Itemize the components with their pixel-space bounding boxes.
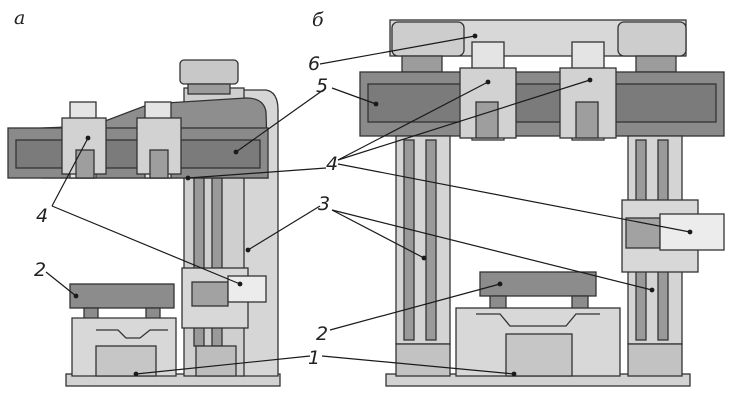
machine-b <box>359 19 725 387</box>
bed-groove-a <box>96 329 168 339</box>
bed-core-b <box>505 333 573 377</box>
leader-5b <box>331 87 377 105</box>
beam-inner-b <box>367 83 717 123</box>
die-a <box>69 283 175 309</box>
leader-4-b3 <box>337 163 691 233</box>
column-b-left-rod1 <box>403 139 415 341</box>
column-b-right-foot <box>627 343 683 377</box>
dot-4-b1 <box>485 79 491 85</box>
crossbeam-end-left <box>391 21 465 57</box>
column-foot-a <box>195 345 237 377</box>
top-cap-neck-a <box>187 83 231 95</box>
crossbeam-end-right <box>617 21 687 57</box>
top-cap-a <box>179 59 239 85</box>
crossbeam-nut-right <box>635 55 677 73</box>
dot-4-a2 <box>237 281 243 287</box>
leader-4-left <box>187 167 327 179</box>
dot-4-b2 <box>587 77 593 83</box>
leader-4-a1 <box>51 137 89 207</box>
leader-3b <box>331 209 425 259</box>
leader-4-a2 <box>51 205 241 285</box>
clamp-bolt-a1 <box>75 149 95 179</box>
label-1: 1 <box>308 347 320 369</box>
dot-5b <box>373 101 379 107</box>
label-6: 6 <box>308 53 320 75</box>
clamp-bolt-b2 <box>575 101 599 139</box>
dot-3c <box>649 287 655 293</box>
dot-4-left <box>185 175 191 181</box>
leader-1b <box>321 355 515 375</box>
clamp-bolt-a2 <box>149 149 169 179</box>
column-b-left-foot <box>395 343 451 377</box>
die-b <box>479 271 597 297</box>
label-4-top: 4 <box>326 153 338 175</box>
panel-label-b: б <box>312 9 324 31</box>
leader-4-b2 <box>337 79 591 161</box>
label-4-left: 4 <box>36 205 48 227</box>
dot-6 <box>472 33 478 39</box>
leader-3c <box>331 209 653 291</box>
leader-6 <box>319 35 476 65</box>
crossbeam-nut-left <box>401 55 443 73</box>
dot-4-b3 <box>687 229 693 235</box>
labels: a б 6 5 4 4 3 2 2 1 <box>14 7 338 369</box>
leader-lines <box>45 35 691 375</box>
dot-2a <box>73 293 79 299</box>
leader-1a <box>135 355 311 375</box>
dot-2b <box>497 281 503 287</box>
label-2-left: 2 <box>34 259 46 281</box>
dot-1b <box>511 371 517 377</box>
leader-2b <box>329 283 501 331</box>
clamp-bolt-b1 <box>475 101 499 139</box>
column-b-left-rod2 <box>425 139 437 341</box>
side-clamp-screw-a <box>191 281 229 307</box>
leader-2a <box>45 271 77 297</box>
bed-core-a <box>95 345 157 377</box>
leader-4-b1 <box>337 81 489 161</box>
dot-1a <box>133 371 139 377</box>
leader-dots <box>73 33 693 377</box>
dot-5a <box>233 149 239 155</box>
label-5: 5 <box>316 75 328 97</box>
machine-a <box>7 59 281 387</box>
label-3: 3 <box>318 193 330 215</box>
side-clamp-pin-a <box>227 275 267 303</box>
dot-4-a1 <box>85 135 91 141</box>
dot-3b <box>421 255 427 261</box>
dot-3a <box>245 247 251 253</box>
bed-groove-b <box>476 313 600 327</box>
panel-label-a: a <box>14 7 25 29</box>
leader-5a <box>235 87 327 153</box>
label-2-right: 2 <box>316 323 328 345</box>
leader-3a <box>247 205 321 251</box>
